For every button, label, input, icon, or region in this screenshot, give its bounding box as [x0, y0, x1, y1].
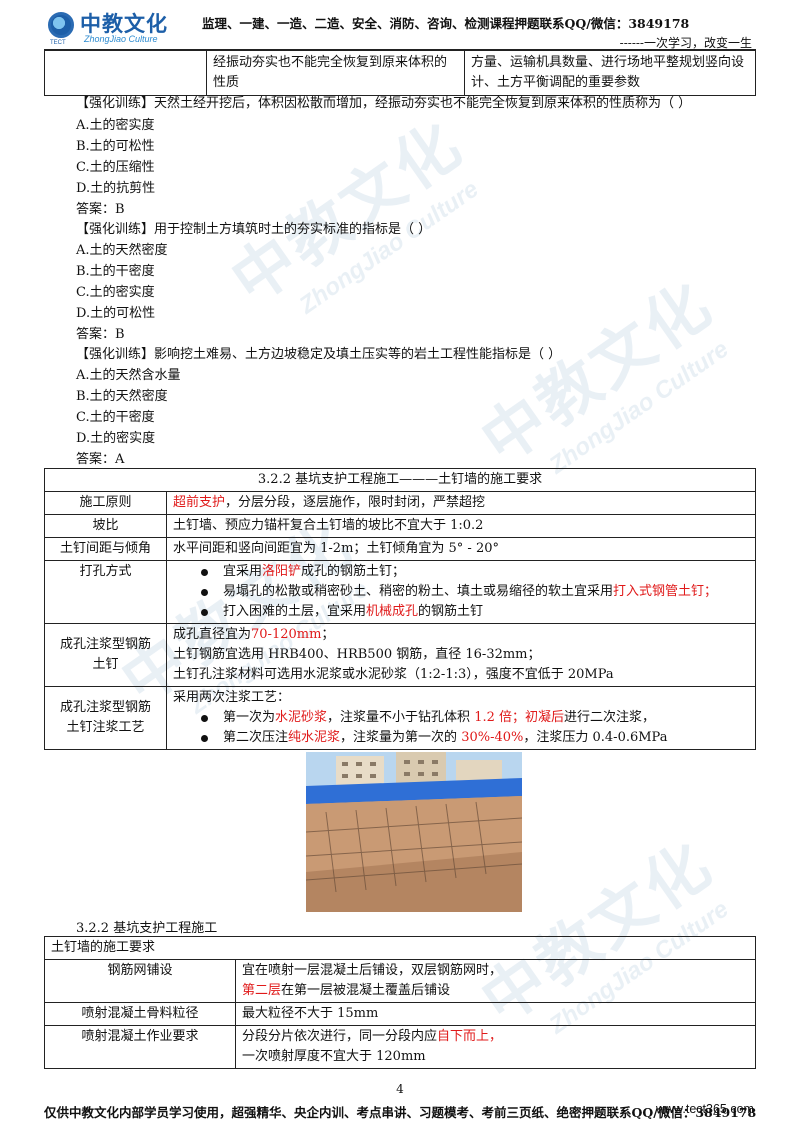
- header-slogan: ------一次学习，改变一生: [619, 36, 752, 50]
- header-title: 监理、一建、一造、二造、安全、消防、咨询、检测课程押题联系QQ/微信：38491…: [202, 16, 690, 31]
- answer: 答案：B: [76, 327, 125, 342]
- table-row: 成孔注浆型钢筋土钉 成孔直径宜为70-120mm； 土钉钢筋宜选用 HRB400…: [44, 623, 756, 687]
- table-cell: 超前支护，分层分段，逐层施作，限时封闭，严禁超挖: [166, 491, 756, 515]
- globe-icon: [48, 12, 74, 38]
- soil-nail-table: 3.2.2 基坑支护工程施工———土钉墙的施工要求 施工原则 超前支护，分层分段…: [44, 468, 756, 750]
- table-cell: 宜在喷射一层混凝土后铺设，双层钢筋网时， 第二层在第一层被混凝土覆盖后铺设: [235, 959, 756, 1003]
- row-label: 土钉间距与倾角: [44, 537, 167, 561]
- logo-subtext: ZhongJiao Culture: [84, 34, 158, 44]
- table-row: 成孔注浆型钢筋土钉注浆工艺 采用两次注浆工艺： 第一次为水泥砂浆，注浆量不小于钻…: [44, 686, 756, 750]
- bullet-item: 第二次压注纯水泥浆，注浆量为第一次的 30%-40%，注浆压力 0.4-0.6M…: [173, 728, 749, 748]
- option: D.土的可松性: [76, 306, 156, 321]
- option: B.土的干密度: [76, 264, 155, 279]
- logo: 中教文化 ZhongJiao Culture TECT: [48, 8, 198, 48]
- logo-tect: TECT: [50, 40, 66, 46]
- table-caption: 土钉墙的施工要求: [44, 936, 756, 960]
- row-label: 成孔注浆型钢筋土钉注浆工艺: [44, 686, 167, 750]
- table-cell: 采用两次注浆工艺： 第一次为水泥砂浆，注浆量不小于钻孔体积 1.2 倍；初凝后进…: [166, 686, 756, 750]
- question-stem: 【强化训练】影响挖土难易、土方边坡稳定及填土压实等的岩土工程性能指标是（ ）: [76, 347, 562, 362]
- table-cell: 宜采用洛阳铲成孔的钢筋土钉； 易塌孔的松散或稍密砂土、稍密的粉土、填土或易缩径的…: [166, 560, 756, 624]
- option: C.土的压缩性: [76, 160, 155, 175]
- table-row: 土钉间距与倾角 水平间距和竖向间距宜为 1-2m；土钉倾角宜为 5° - 20°: [44, 537, 756, 561]
- option: D.土的密实度: [76, 431, 156, 446]
- table-cell: [44, 50, 207, 96]
- table-cell: 方量、运输机具数量、进行场地平整规划竖向设计、土方平衡调配的重要参数: [464, 50, 756, 96]
- table-cell: 土钉墙、预应力锚杆复合土钉墙的坡比不宜大于 1:0.2: [166, 514, 756, 538]
- photo-illustration: [306, 752, 522, 912]
- section-title: 3.2.2 基坑支护工程施工: [76, 921, 218, 936]
- option: B.土的天然密度: [76, 389, 168, 404]
- row-label: 施工原则: [44, 491, 167, 515]
- table-row: 打孔方式 宜采用洛阳铲成孔的钢筋土钉； 易塌孔的松散或稍密砂土、稍密的粉土、填土…: [44, 560, 756, 624]
- table-caption: 3.2.2 基坑支护工程施工———土钉墙的施工要求: [44, 468, 756, 492]
- table-cell: 水平间距和竖向间距宜为 1-2m；土钉倾角宜为 5° - 20°: [166, 537, 756, 561]
- option: D.土的抗剪性: [76, 181, 156, 196]
- table-cell: 经振动夯实也不能完全恢复到原来体积的性质: [206, 50, 465, 96]
- option: A.土的天然密度: [76, 243, 168, 258]
- table-row: 坡比 土钉墙、预应力锚杆复合土钉墙的坡比不宜大于 1:0.2: [44, 514, 756, 538]
- footer-text: 仅供中教文化内部学员学习使用，超强精华、央企内训、考点串讲、习题模考、考前三页纸…: [44, 1105, 757, 1120]
- answer: 答案：A: [76, 452, 125, 467]
- bullet-item: 打入困难的土层，宜采用机械成孔的钢筋土钉: [173, 602, 749, 622]
- bullet-item: 易塌孔的松散或稍密砂土、稍密的粉土、填土或易缩径的软土宜采用打入式钢管土钉；: [173, 582, 749, 602]
- option: C.土的干密度: [76, 410, 155, 425]
- table-row: 钢筋网铺设 宜在喷射一层混凝土后铺设，双层钢筋网时， 第二层在第一层被混凝土覆盖…: [44, 959, 756, 1003]
- logo-text: 中教文化: [80, 13, 168, 36]
- row-label: 打孔方式: [44, 560, 167, 624]
- row-label: 钢筋网铺设: [44, 959, 236, 1003]
- row-label: 坡比: [44, 514, 167, 538]
- option: A.土的天然含水量: [76, 368, 181, 383]
- soil-nail-wall-photo: [306, 752, 522, 912]
- table-cell: 最大粒径不大于 15mm: [235, 1002, 756, 1026]
- top-table: 经振动夯实也不能完全恢复到原来体积的性质 方量、运输机具数量、进行场地平整规划竖…: [44, 50, 756, 96]
- highlight: 超前支护: [173, 495, 226, 510]
- row-label: 成孔注浆型钢筋土钉: [44, 623, 167, 687]
- answer: 答案：B: [76, 202, 125, 217]
- table-row: 喷射混凝土骨料粒径 最大粒径不大于 15mm: [44, 1002, 756, 1026]
- table-cell: 成孔直径宜为70-120mm； 土钉钢筋宜选用 HRB400、HRB500 钢筋…: [166, 623, 756, 687]
- cell-text: ，分层分段，逐层施作，限时封闭，严禁超挖: [225, 495, 486, 510]
- bullet-item: 宜采用洛阳铲成孔的钢筋土钉；: [173, 562, 749, 582]
- question-stem: 【强化训练】天然土经开挖后，体积因松散而增加，经振动夯实也不能完全恢复到原来体积…: [76, 96, 692, 111]
- option: B.土的可松性: [76, 139, 155, 154]
- footer-url: www.tect365.com: [656, 1102, 754, 1116]
- row-label: 喷射混凝土骨料粒径: [44, 1002, 236, 1026]
- page-number: 4: [396, 1082, 404, 1096]
- shotcrete-table: 土钉墙的施工要求 钢筋网铺设 宜在喷射一层混凝土后铺设，双层钢筋网时， 第二层在…: [44, 936, 756, 1069]
- option: A.土的密实度: [76, 118, 155, 133]
- page-header: 中教文化 ZhongJiao Culture TECT 监理、一建、一造、二造、…: [44, 8, 756, 50]
- table-row: 喷射混凝土作业要求 分段分片依次进行，同一分段内应自下而上， 一次喷射厚度不宜大…: [44, 1025, 756, 1069]
- table-cell: 分段分片依次进行，同一分段内应自下而上， 一次喷射厚度不宜大于 120mm: [235, 1025, 756, 1069]
- row-label: 喷射混凝土作业要求: [44, 1025, 236, 1069]
- table-row: 施工原则 超前支护，分层分段，逐层施作，限时封闭，严禁超挖: [44, 491, 756, 515]
- bullet-item: 第一次为水泥砂浆，注浆量不小于钻孔体积 1.2 倍；初凝后进行二次注浆，: [173, 708, 749, 728]
- question-stem: 【强化训练】用于控制土方填筑时土的夯实标准的指标是（ ）: [76, 222, 432, 237]
- option: C.土的密实度: [76, 285, 155, 300]
